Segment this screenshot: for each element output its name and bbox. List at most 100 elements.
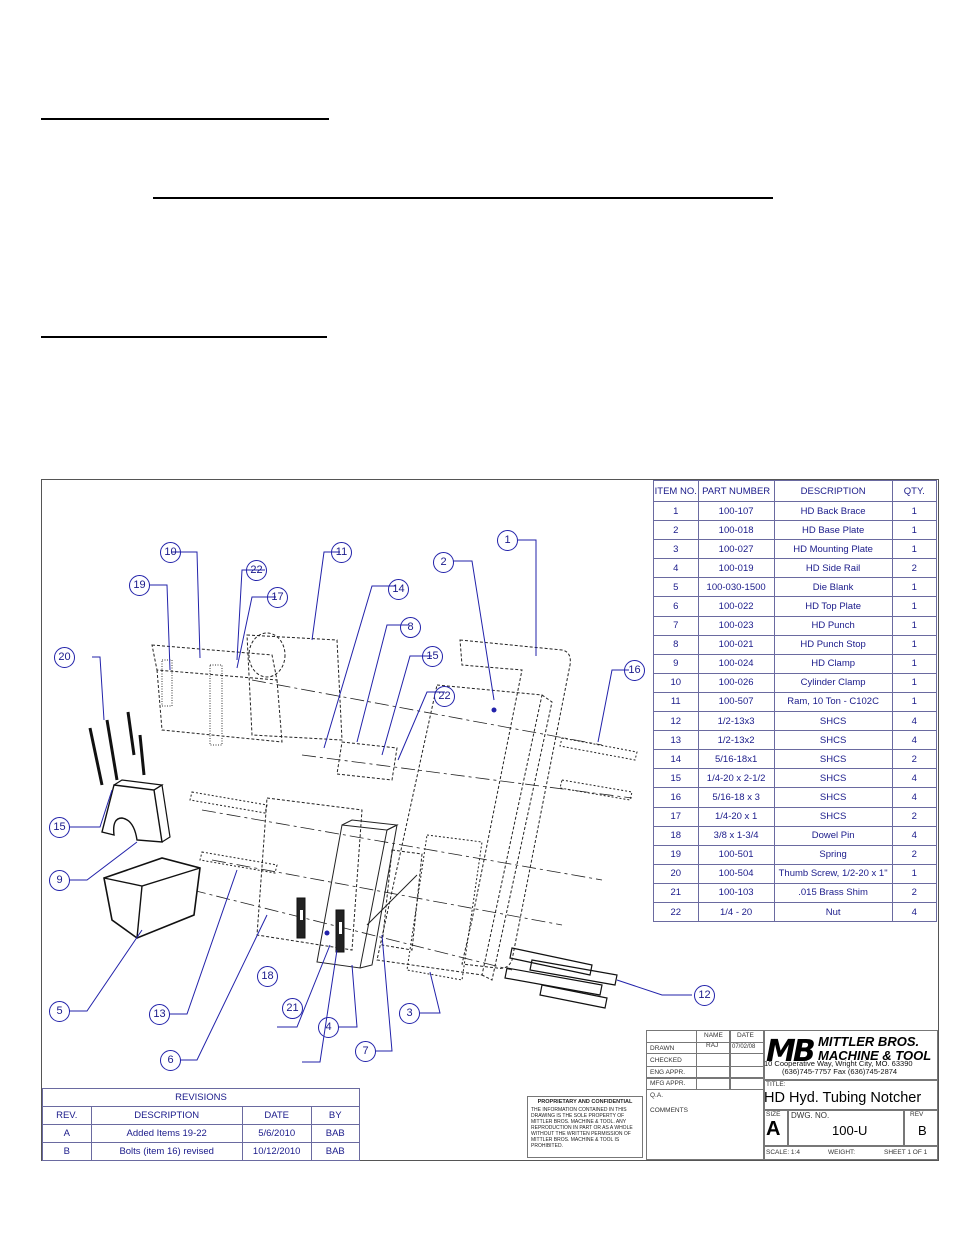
rev-cell-by: BAB [310,1124,360,1143]
bom-cell-item: 18 [653,825,699,846]
drawn-name: RAJ [706,1042,719,1049]
balloon-2: 2 [433,552,454,573]
qa-label: Q.A. [650,1092,664,1099]
bom-cell-part: 1/2-13x2 [697,730,775,751]
rev-value: B [918,1123,927,1138]
bom-cell-item: 12 [653,711,699,732]
rev-header-date: DATE [241,1106,312,1125]
bom-cell-desc: Ram, 10 Ton - C102C [773,691,893,713]
bom-cell-qty: 4 [891,787,937,808]
bom-cell-item: 5 [653,577,699,598]
rev-cell-desc: Added Items 19-22 [90,1124,243,1143]
die-blank-part [103,857,201,939]
mfg-appr-label: MFG APPR. [650,1080,686,1087]
balloon-8: 8 [400,617,421,638]
scale-text: SCALE: 1:4 [766,1149,800,1156]
bom-cell-item: 11 [653,691,699,713]
balloon-9: 9 [49,870,70,891]
bom-cell-part: 1/4-20 x 1 [697,806,775,827]
bom-cell-item: 19 [653,844,699,865]
bom-header-part: PART NUMBER [697,480,775,502]
rev-cell [904,1110,938,1146]
bom-header-item: ITEM NO. [653,480,699,502]
sheet-text: SHEET 1 OF 1 [884,1149,928,1156]
dwgno-cell [788,1110,904,1146]
size-cell [764,1110,788,1146]
bom-cell-item: 9 [653,653,699,674]
bom-cell-desc: SHCS [773,787,893,808]
bom-cell-item: 10 [653,672,699,693]
bom-cell-part: 100-018 [697,520,775,541]
name-label: NAME [704,1032,723,1039]
rev-cell-date: 5/6/2010 [241,1124,312,1143]
balloon-17: 17 [267,587,288,608]
checked-label: CHECKED [650,1057,682,1064]
bom-cell-item: 13 [653,730,699,751]
bom-cell-qty: 1 [891,539,937,560]
bom-cell-item: 7 [653,615,699,636]
punch-stop-part [336,741,398,781]
bom-cell-part: 100-507 [697,691,775,713]
rev-header-desc: DESCRIPTION [90,1106,243,1125]
bom-cell-part: 5/16-18x1 [697,749,775,770]
bom-cell-qty: 4 [891,901,937,923]
size-label: SIZE [766,1111,781,1118]
bom-cell-part: 100-023 [697,615,775,636]
bom-cell-item: 4 [653,558,699,579]
bom-cell-item: 2 [653,520,699,541]
bom-cell-part: 100-027 [697,539,775,560]
drawing-title: HD Hyd. Tubing Notcher [764,1090,922,1106]
drawn-row [646,1042,764,1054]
bom-header-desc: DESCRIPTION [773,480,893,502]
balloon-10: 10 [160,542,181,563]
heading-rule-2 [153,197,773,199]
bom-cell-desc: SHCS [773,749,893,770]
ram-part [246,634,343,741]
bom-cell-part: 100-103 [697,882,775,903]
bom-header-row: ITEM NO. PART NUMBER DESCRIPTION QTY. [653,480,937,502]
bom-cell-qty: 1 [891,500,937,522]
bom-cell-qty: 1 [891,634,937,655]
company-logo: MB MITTLER BROS. MACHINE & TOOL [764,1034,936,1074]
rev-cell-date: 10/12/2010 [241,1142,312,1161]
rev-cell-rev: B [42,1142,92,1161]
bom-cell-item: 6 [653,596,699,617]
bom-cell-part: 100-019 [697,558,775,579]
bom-cell-part: 1/4-20 x 2-1/2 [697,768,775,789]
clamp-part [101,784,163,843]
weight-text: WEIGHT: [828,1149,856,1156]
bom-cell-desc: Nut [773,901,893,923]
bom-cell-part: 5/16-18 x 3 [697,787,775,808]
balloon-22-mid: 22 [434,686,455,707]
bom-cell-qty: 2 [891,558,937,579]
revisions-header-row: REV. DESCRIPTION DATE BY [42,1106,360,1125]
top-plate-part [256,797,363,951]
bom-cell-qty: 4 [891,825,937,846]
bom-cell-item: 17 [653,806,699,827]
base-plate-part [376,684,543,976]
rev-header-by: BY [310,1106,360,1125]
heading-rule-3 [41,336,327,338]
bom-cell-desc: SHCS [773,806,893,827]
bom-cell-qty: 1 [891,596,937,617]
dwgno-value: 100-U [832,1123,868,1138]
punch-part [381,849,423,951]
balloon-16: 16 [624,660,645,681]
balloon-22-top: 22 [246,560,267,581]
company-address: 10 Cooperative Way, Wright City, MO. 633… [764,1059,913,1068]
comments-label: COMMENTS [650,1107,688,1114]
